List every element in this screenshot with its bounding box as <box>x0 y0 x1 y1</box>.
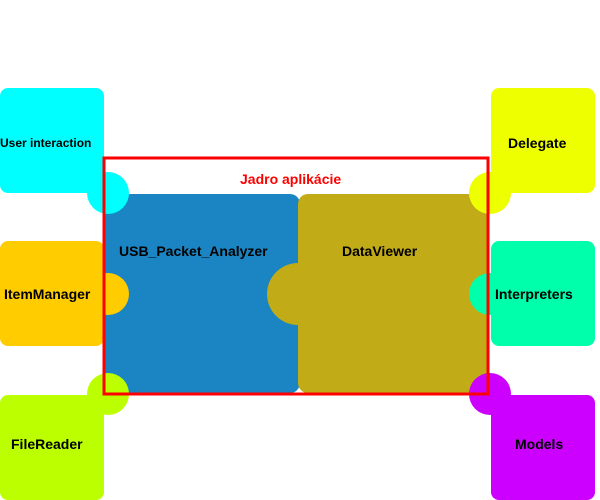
user-interaction-knob <box>87 172 129 214</box>
usb-packet-analyzer-label: USB_Packet_Analyzer <box>119 243 268 259</box>
file-reader-label: FileReader <box>11 436 83 452</box>
file-reader-block <box>0 395 104 500</box>
item-manager-knob <box>87 273 129 315</box>
delegate-knob <box>469 172 511 214</box>
interpreters-block <box>491 241 595 346</box>
interpreters-label: Interpreters <box>495 286 573 302</box>
item-manager-label: ItemManager <box>4 286 91 302</box>
item-manager-block <box>0 241 104 346</box>
delegate-block <box>491 88 595 193</box>
user-interaction-label: User interaction <box>0 136 92 150</box>
data-viewer-block <box>298 194 488 393</box>
models-label: Models <box>515 436 564 452</box>
data-viewer-knob <box>267 263 329 325</box>
models-block <box>491 395 595 500</box>
usb-packet-analyzer-block <box>105 194 300 393</box>
core-frame <box>102 156 490 396</box>
delegate-label: Delegate <box>508 135 567 151</box>
interpreters-knob <box>469 273 511 315</box>
user-interaction-block <box>0 88 104 193</box>
data-viewer-label: DataViewer <box>342 243 418 259</box>
core-title: Jadro aplikácie <box>240 171 342 187</box>
models-knob <box>469 373 511 415</box>
